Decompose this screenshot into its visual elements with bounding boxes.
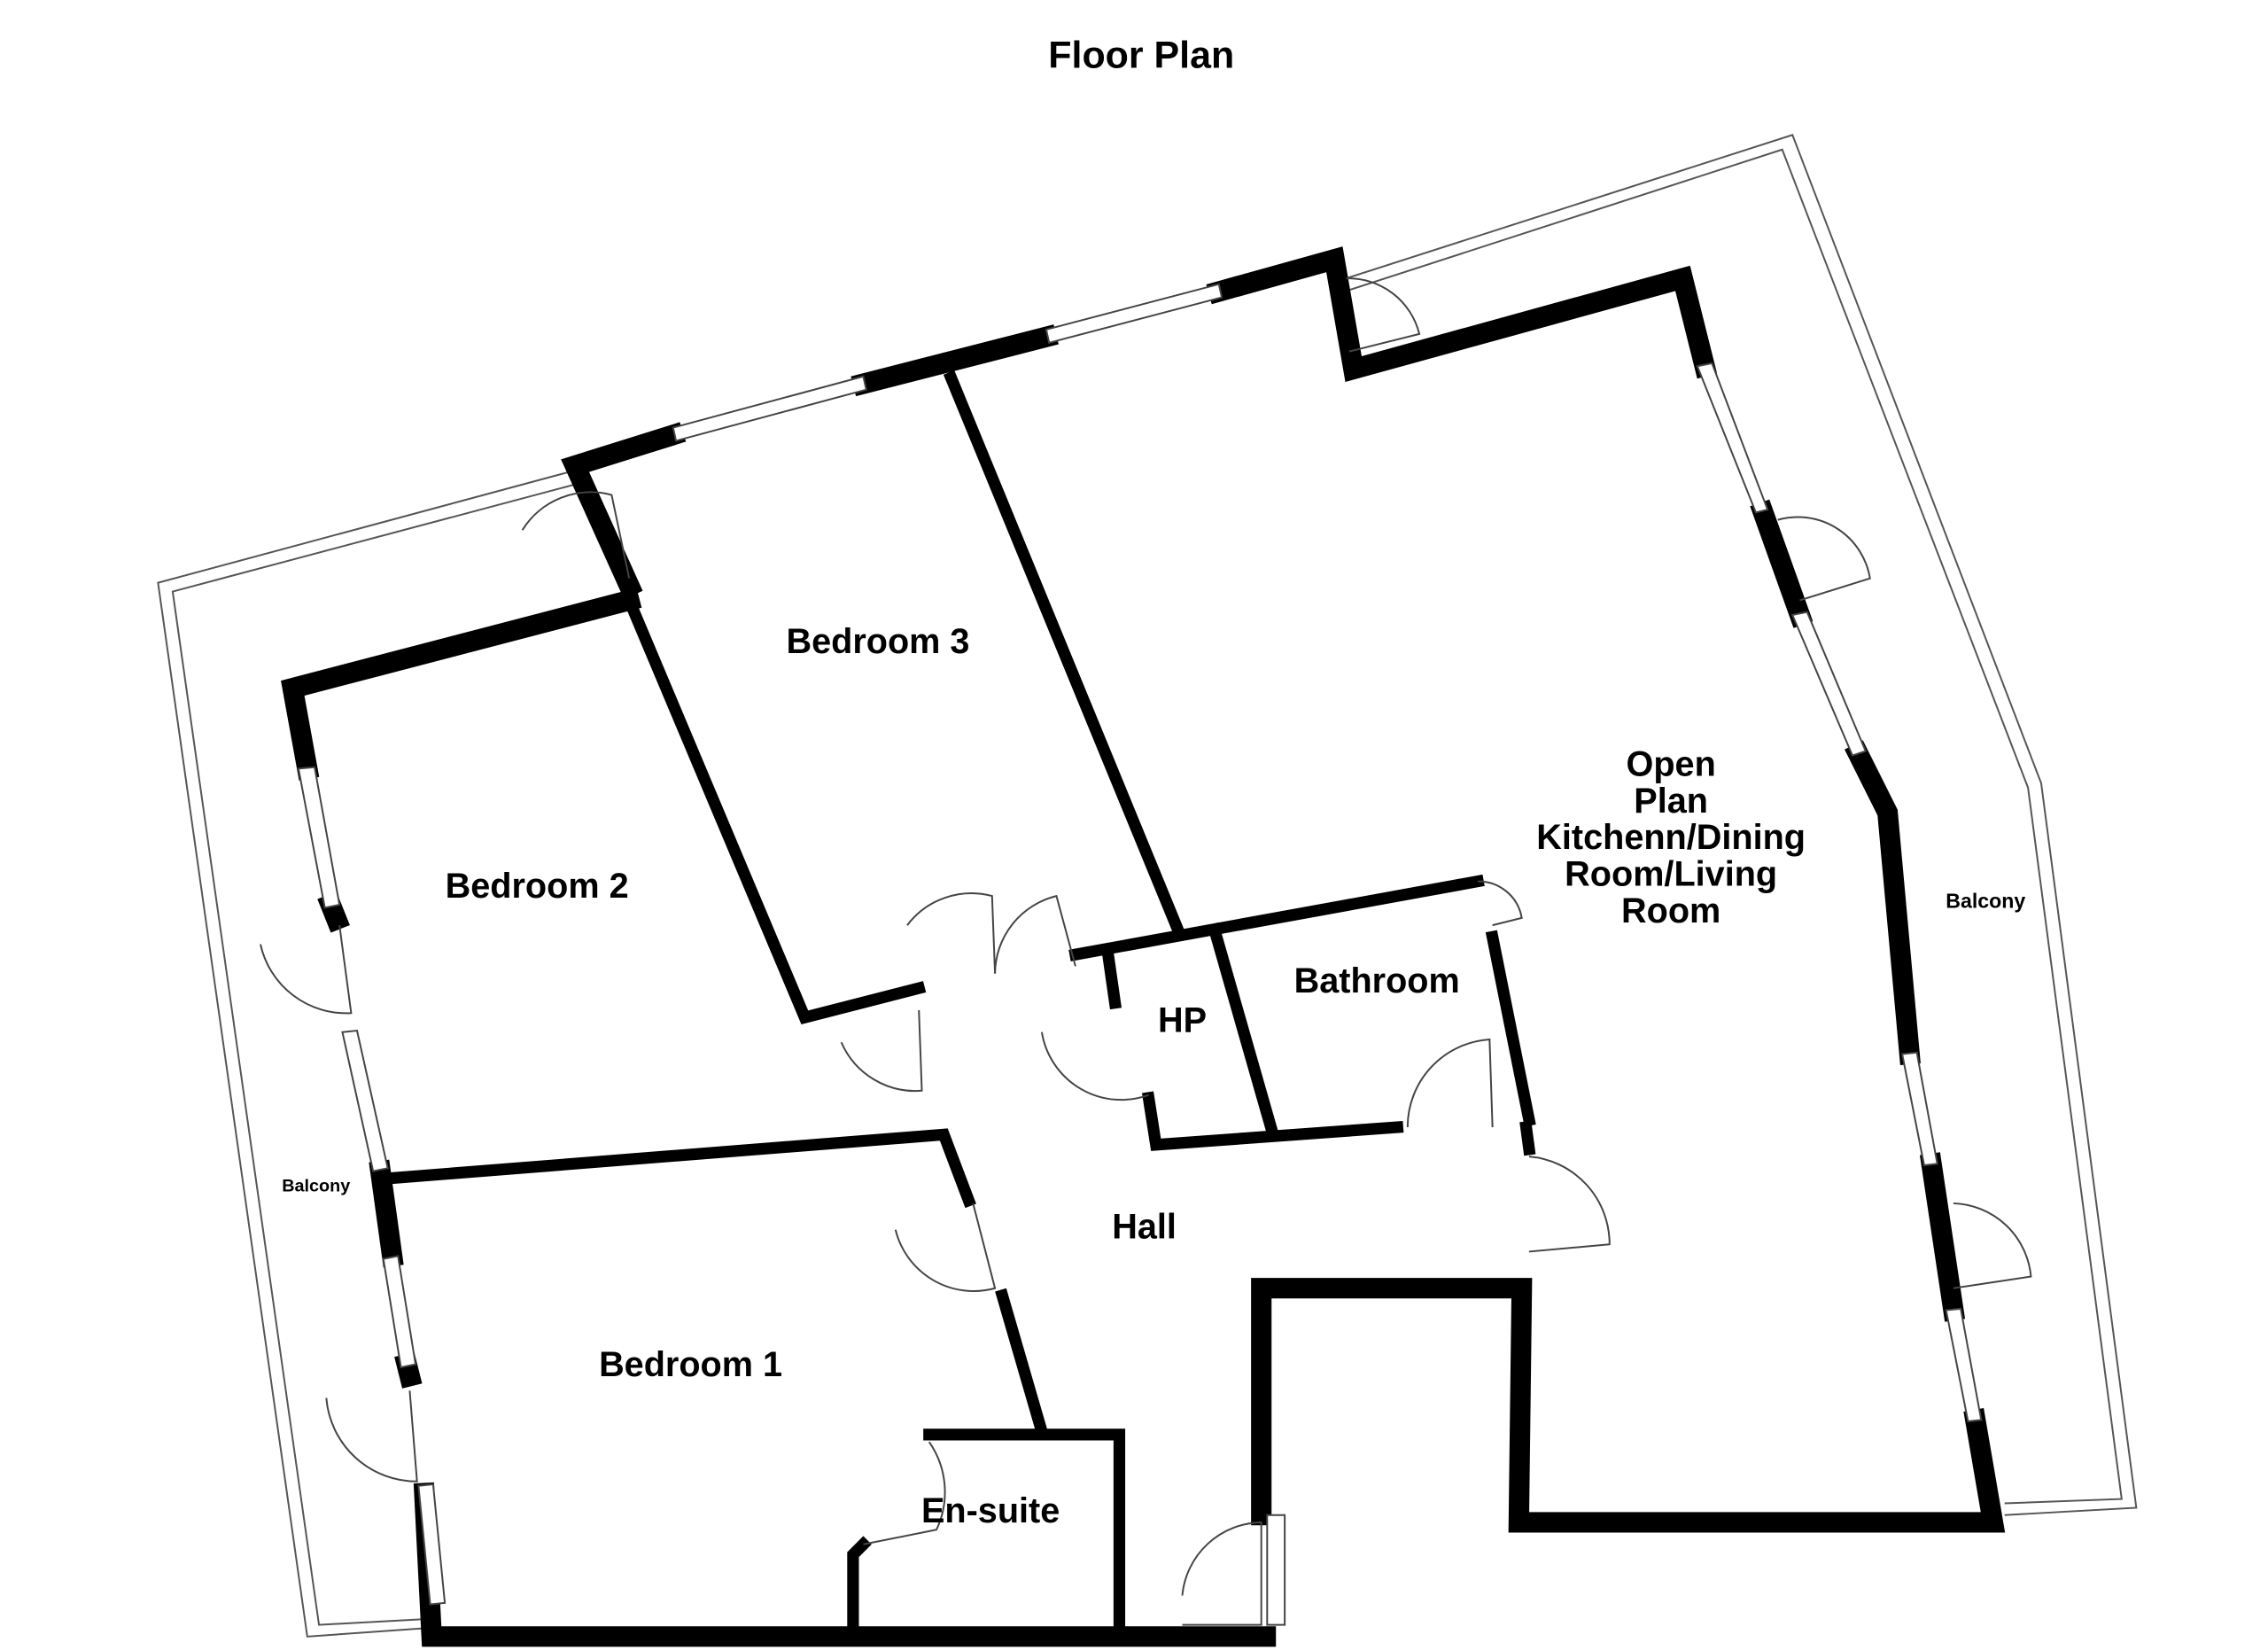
room-label-bathroom: Bathroom: [1294, 961, 1460, 1000]
windows: [297, 283, 1983, 1626]
room-label-ensuite: En-suite: [921, 1491, 1060, 1530]
open-plan-line: Kitchenn/Dining: [1536, 818, 1806, 857]
balcony-label-right: Balcony: [1946, 889, 2025, 912]
interior-walls: [381, 370, 1536, 1634]
room-label-open-plan: Open Plan Kitchenn/Dining Room/Living Ro…: [1536, 745, 1806, 930]
door-swings: [260, 277, 2032, 1626]
room-label-bedroom-1: Bedroom 1: [599, 1345, 782, 1384]
open-plan-line: Room/Living: [1565, 855, 1777, 894]
open-plan-line: Room: [1621, 891, 1720, 930]
open-plan-line: Plan: [1634, 782, 1708, 821]
plan-title: Floor Plan: [1048, 34, 1234, 76]
room-label-hall: Hall: [1112, 1208, 1177, 1247]
open-plan-line: Open: [1627, 745, 1716, 784]
balcony-label-left: Balcony: [282, 1177, 350, 1196]
room-label-hp: HP: [1158, 1001, 1207, 1040]
balcony-outline: [157, 134, 2138, 1638]
room-label-bedroom-3: Bedroom 3: [786, 622, 969, 661]
room-label-bedroom-2: Bedroom 2: [446, 867, 629, 906]
